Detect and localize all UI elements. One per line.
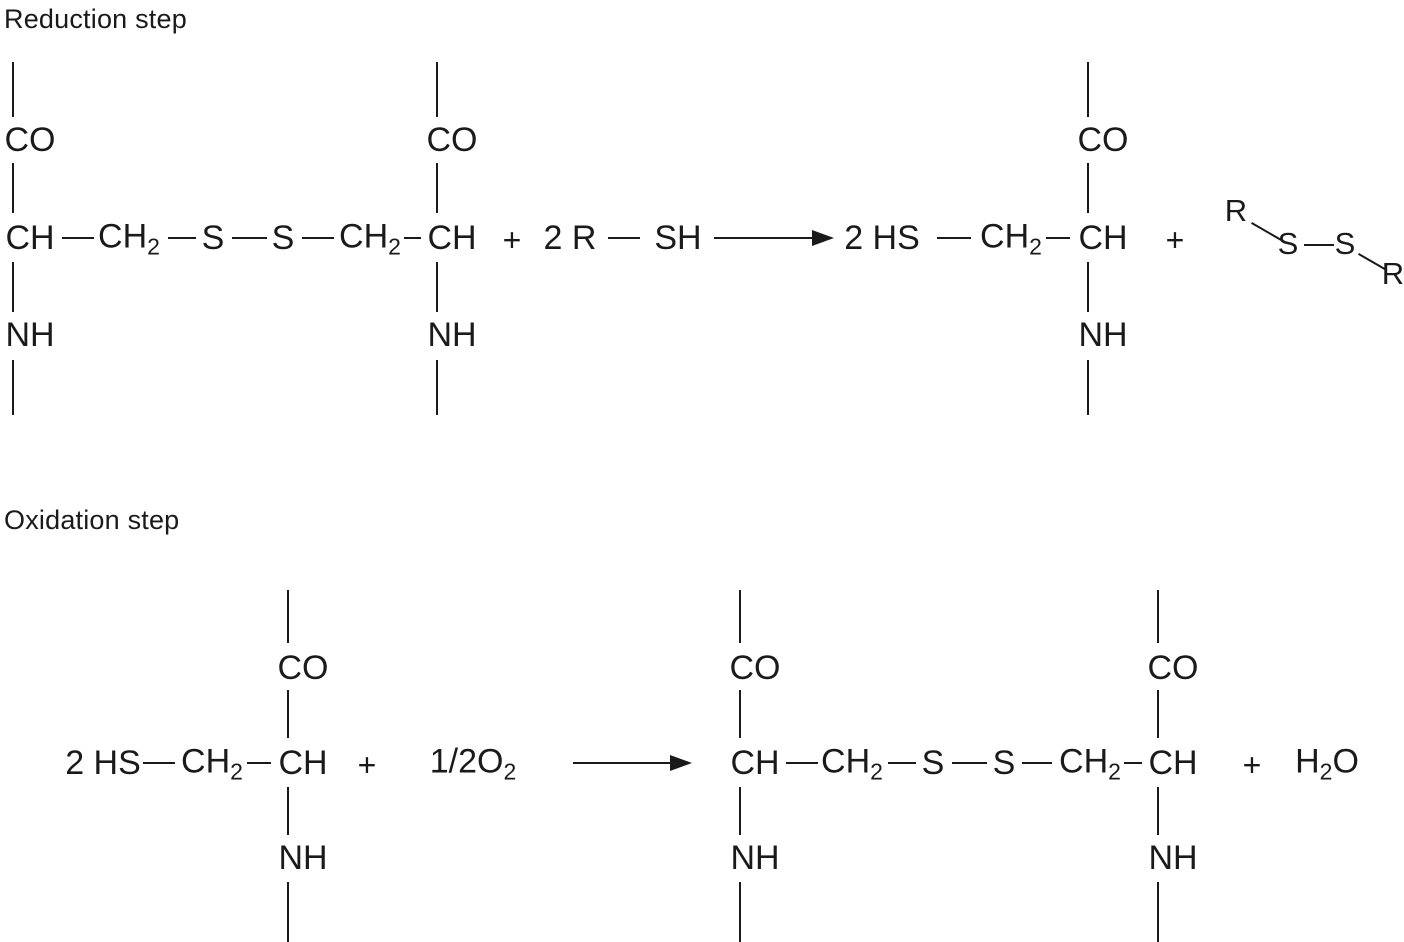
ox-bond-ch2-ch [247, 762, 271, 764]
atom-co-left-b: CO [426, 121, 478, 159]
ox-product-atom-ch2-left: CH2 [821, 742, 883, 785]
bond-s-s-rssr [1304, 244, 1334, 246]
oxidation-step-title: Oxidation step [4, 505, 180, 535]
reaction-arrow-reduction-head [812, 230, 834, 246]
atom-co-left-a: CO [4, 121, 56, 159]
plus-sign-reduction-reactants: + [502, 222, 522, 258]
bond-vertical-ch-nh-b [436, 262, 438, 312]
plus-sign-oxidation-reactants: + [357, 747, 377, 783]
bond-s-ch2-right [302, 237, 334, 239]
ox-bond-ch2-s-left [888, 762, 916, 764]
bond-r-sh [608, 237, 640, 239]
bond-vertical-co-top-a [12, 62, 14, 117]
ox-bond-vertical-co-ch-reactant [287, 690, 289, 738]
bond-vertical-co-ch-product [1087, 163, 1089, 213]
ox-bond-s-ch2-right [1022, 762, 1052, 764]
atom-ch-left-b: CH [427, 219, 477, 257]
bond-vertical-co-top-product [1087, 62, 1089, 117]
bond-vertical-ch-nh-product [1087, 262, 1089, 312]
bond-s-s [232, 237, 267, 239]
reaction-arrow-reduction [714, 237, 818, 239]
rssr-atom-s-left: S [1277, 226, 1299, 261]
rssr-atom-r-left: R [1224, 193, 1248, 228]
plus-sign-reduction-products: + [1165, 222, 1185, 258]
reagent-sh: SH [654, 219, 702, 257]
ox-reactant-atom-nh: NH [278, 839, 328, 877]
atom-ch-left-a: CH [5, 219, 55, 257]
ox-bond-vertical-ch-nh-prod-r [1157, 787, 1159, 835]
ox-bond-vertical-nh-bottom-reactant [287, 882, 289, 942]
ox-bond-vertical-nh-bottom-prod-l [739, 882, 741, 942]
ox-product-right-atom-co: CO [1147, 649, 1199, 687]
product-coefficient-hs: 2 HS [844, 219, 920, 257]
atom-s-left: S [201, 219, 225, 257]
bond-ch2-ch-product [1046, 237, 1070, 239]
atom-ch2-right: CH2 [339, 217, 401, 260]
atom-s-right: S [271, 219, 295, 257]
product-atom-nh: NH [1078, 316, 1128, 354]
ox-product-left-atom-nh: NH [730, 839, 780, 877]
plus-sign-oxidation-products: + [1242, 747, 1262, 783]
ox-bond-vertical-nh-bottom-prod-r [1157, 882, 1159, 942]
bond-ch-ch2-a [62, 237, 94, 239]
ox-product-atom-ch2-right: CH2 [1059, 742, 1121, 785]
ox-bond-vertical-co-ch-prod-r [1157, 690, 1159, 738]
water-product: H2O [1295, 742, 1359, 785]
ox-bond-vertical-ch-nh-prod-l [739, 787, 741, 835]
atom-nh-left-a: NH [5, 316, 55, 354]
bond-vertical-nh-bottom-a [12, 360, 14, 415]
ox-bond-vertical-ch-nh-reactant [287, 787, 289, 835]
ox-product-right-atom-nh: NH [1148, 839, 1198, 877]
bond-vertical-nh-bottom-product [1087, 360, 1089, 415]
rssr-atom-s-right: S [1334, 226, 1356, 261]
bond-vertical-ch-nh-a [12, 262, 14, 312]
ox-reactant-atom-ch2: CH2 [181, 742, 243, 785]
product-atom-ch2: CH2 [980, 217, 1042, 260]
ox-bond-vertical-co-ch-prod-l [739, 690, 741, 738]
ox-reactant-coefficient-hs: 2 HS [65, 744, 141, 782]
ox-bond-ch2-ch-right [1124, 762, 1142, 764]
ox-reactant-atom-co: CO [277, 649, 329, 687]
ox-bond-ch-ch2-left [786, 762, 818, 764]
ox-reactant-atom-ch: CH [278, 744, 328, 782]
atom-ch2-left: CH2 [98, 217, 160, 260]
ox-product-left-atom-co: CO [729, 649, 781, 687]
reduction-step-title: Reduction step [4, 4, 187, 34]
bond-ch2-ch-b [404, 237, 421, 239]
bond-vertical-co-top-b [436, 62, 438, 117]
ox-bond-hs-ch2 [143, 762, 175, 764]
ox-product-atom-s-left: S [921, 744, 945, 782]
bond-hs-ch2-product [937, 237, 971, 239]
ox-bond-s-s [952, 762, 987, 764]
reaction-arrow-oxidation [573, 762, 675, 764]
ox-bond-vertical-co-top-prod-r [1157, 590, 1159, 643]
reaction-arrow-oxidation-head [670, 755, 692, 771]
reagent-coefficient-r: 2 R [543, 219, 597, 257]
bond-ch2-s-left [168, 237, 196, 239]
oxygen-reagent: 1/2O2 [429, 742, 517, 785]
ox-bond-vertical-co-top-reactant [287, 590, 289, 643]
bond-vertical-co-ch-b [436, 163, 438, 213]
bond-vertical-nh-bottom-b [436, 360, 438, 415]
product-atom-ch: CH [1078, 219, 1128, 257]
ox-product-right-atom-ch: CH [1148, 744, 1198, 782]
ox-product-atom-s-right: S [992, 744, 1016, 782]
product-atom-co: CO [1077, 121, 1129, 159]
atom-nh-left-b: NH [427, 316, 477, 354]
rssr-atom-r-right: R [1381, 256, 1404, 291]
ox-product-left-atom-ch: CH [730, 744, 780, 782]
bond-vertical-co-ch-a [12, 163, 14, 213]
ox-bond-vertical-co-top-prod-l [739, 590, 741, 643]
